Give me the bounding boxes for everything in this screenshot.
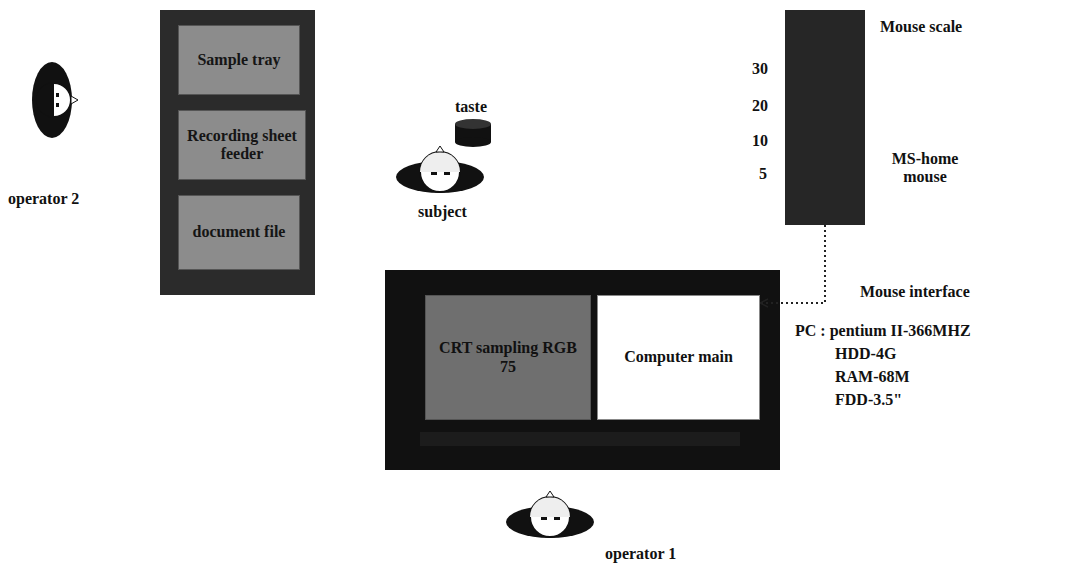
box-text: CRT sampling RGB 75 (426, 339, 590, 376)
operator-figure (506, 491, 594, 538)
part-label: MS-home mouse (880, 150, 970, 187)
box-text: Mouse scale (880, 18, 962, 36)
housing-strip (420, 432, 740, 446)
spec-text: HDD-4G (835, 345, 896, 363)
box-text: Sample tray (189, 51, 288, 69)
box-text: Recording sheet feeder (179, 127, 305, 164)
computer-housing (385, 270, 780, 470)
tray-box: document file (178, 195, 300, 270)
figure-label: operator 2 (8, 190, 79, 208)
scale-number: 20 (752, 97, 768, 115)
spec-text: FDD-3.5" (835, 391, 902, 409)
spec-text: RAM-68M (835, 368, 910, 386)
taste-cup (455, 119, 491, 147)
figure-label: operator 1 (605, 545, 676, 563)
object-label: taste (455, 98, 487, 116)
subject-figure (396, 146, 484, 193)
computer-main-box: Computer main (597, 295, 760, 420)
figure-label: subject (418, 203, 467, 221)
scale-number: 10 (752, 132, 768, 150)
dotted-connector (760, 225, 825, 303)
operator-figure (32, 62, 78, 138)
tray-box: Recording sheet feeder (178, 110, 306, 180)
cabinet (160, 10, 315, 295)
scale-number: 5 (759, 165, 767, 183)
tray-box: Sample tray (178, 25, 300, 95)
interface-label: Mouse interface (860, 283, 970, 301)
scale-number: 30 (752, 60, 768, 78)
box-text: Computer main (616, 348, 741, 366)
spec-text: PC : pentium II-366MHZ (795, 322, 971, 340)
box-text: document file (185, 223, 294, 241)
crt-screen: CRT sampling RGB 75 (425, 295, 591, 420)
mouse-scale: Mouse scale (785, 10, 865, 225)
